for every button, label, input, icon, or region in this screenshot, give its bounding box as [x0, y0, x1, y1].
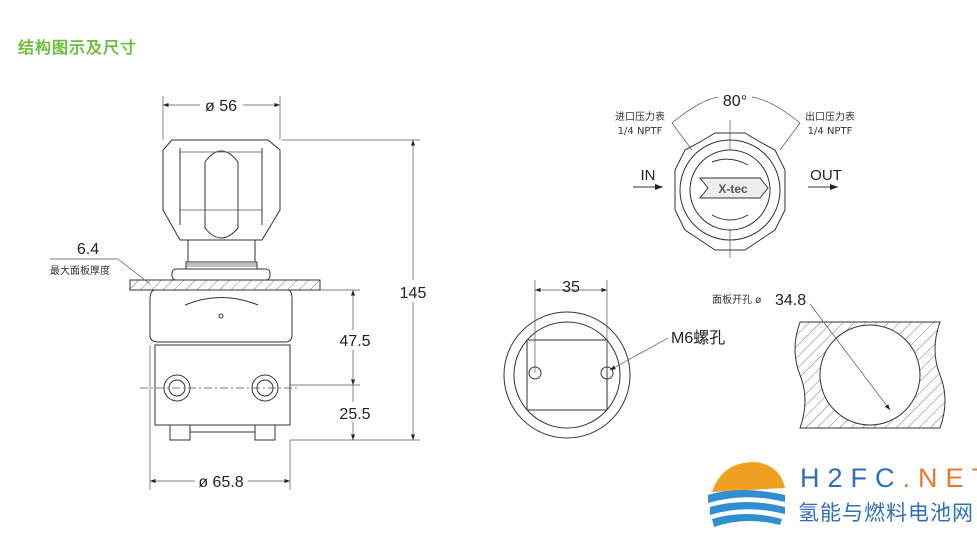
mount-view: 35 M6螺孔: [503, 279, 725, 439]
lower-height-dim: 25.5: [339, 406, 370, 423]
side-view: ø 56 145 47.5 25.5 6.4 最大面板厚度 ø 65.8: [50, 96, 426, 491]
inlet-gauge-thread: 1/4 NPTF: [618, 126, 663, 137]
hole-spacing-dim: 35: [562, 279, 580, 296]
cutout-label: 面板开孔 ø: [712, 293, 761, 306]
body-diameter-dim: ø 65.8: [198, 474, 243, 491]
panel-thickness-dim: 6.4: [77, 241, 99, 258]
brand-logo: X-tec: [718, 182, 748, 196]
out-label: OUT: [810, 167, 842, 184]
in-label: IN: [641, 167, 656, 184]
front-view: X-tec 80° 进口压力表 1/4 NPTF 出口压力表 1/4 NPTF …: [615, 93, 855, 258]
logo-name-main: H2FC: [800, 463, 903, 493]
hole-label: M6螺孔: [671, 329, 725, 347]
section-title: 结构图示及尺寸: [18, 38, 138, 57]
outlet-gauge-thread: 1/4 NPTF: [808, 126, 853, 137]
outlet-gauge-label: 出口压力表: [805, 110, 855, 123]
total-height-dim: 145: [400, 285, 427, 302]
logo-name-suffix: .NET: [902, 463, 977, 493]
h2fc-logo-icon: [708, 462, 785, 527]
panel-thickness-label: 最大面板厚度: [50, 264, 110, 277]
upper-height-dim: 47.5: [339, 333, 370, 350]
angle-dim: 80°: [723, 93, 747, 110]
inlet-gauge-label: 进口压力表: [615, 110, 665, 123]
panel-cutout-view: 面板开孔 ø 34.8: [712, 292, 946, 429]
knob-diameter-dim: ø 56: [205, 98, 237, 115]
cutout-value: 34.8: [775, 292, 806, 309]
logo-subtitle: 氢能与燃料电池网: [798, 501, 974, 525]
logo-name: H2FC.NET: [800, 463, 977, 494]
